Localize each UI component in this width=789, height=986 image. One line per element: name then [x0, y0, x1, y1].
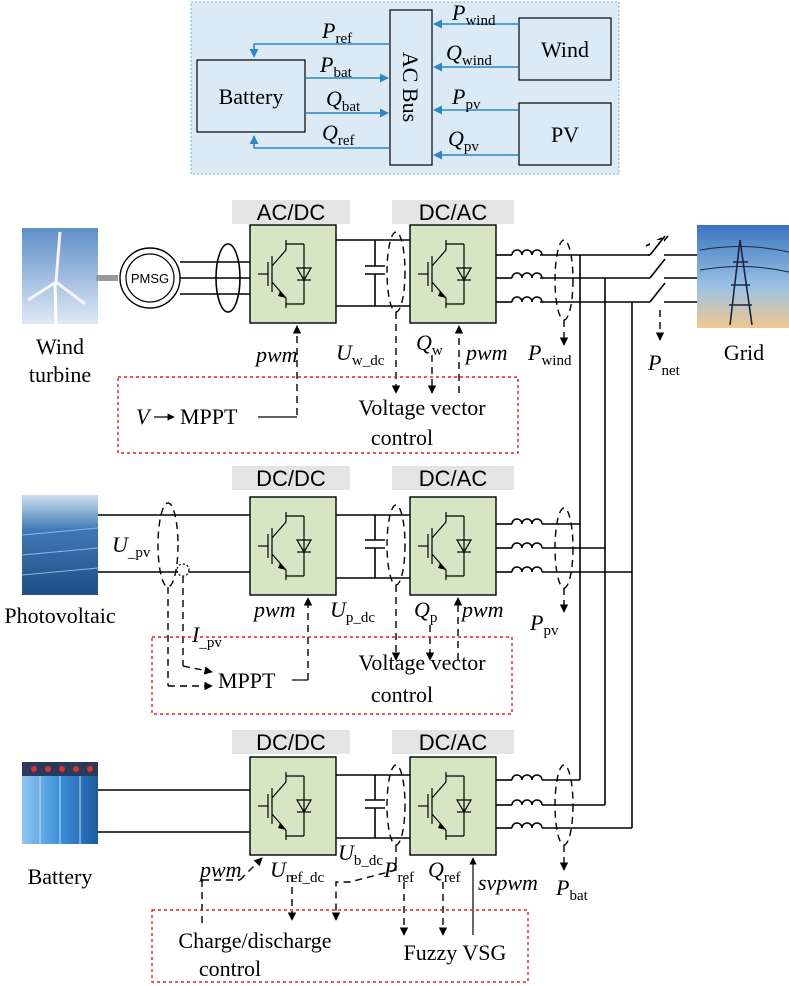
- wind-pwm1-label: pwm: [254, 342, 298, 367]
- wind-control-label-1: Voltage vector: [358, 395, 486, 420]
- pf-q-wind-label: Qwind: [446, 40, 492, 69]
- wind-output-sensor: [554, 239, 574, 321]
- pmsg-label: PMSG: [131, 271, 169, 286]
- pv-pwm2-label: pwm: [460, 597, 504, 622]
- wind-p-out-label: Pwind: [527, 340, 572, 369]
- bat-uref-label: Uref_dc: [270, 857, 325, 886]
- battery-label: Battery: [28, 864, 93, 889]
- bat-svpwm-label: svpwm: [478, 870, 538, 895]
- wind-turbine-image: [22, 228, 98, 325]
- wind-turbine-label-1: Wind: [36, 334, 84, 359]
- pv-box-label: PV: [551, 122, 579, 147]
- pv-u-label: U_pv: [112, 532, 151, 561]
- wind-pwm2-label: pwm: [464, 340, 508, 365]
- pv-box: [518, 102, 612, 166]
- pv-q-label: Qp: [414, 597, 437, 626]
- pv-i-label: I_pv: [191, 622, 222, 651]
- bat-vsg-label: Fuzzy VSG: [404, 940, 507, 965]
- wind-control-box: [117, 376, 519, 454]
- pv-conv1-label: DC/DC: [256, 466, 326, 491]
- bat-control-box: [151, 909, 529, 983]
- pv-pwm1-label: pwm: [252, 597, 296, 622]
- p-ref-arrow: [249, 43, 390, 58]
- photovoltaic-label: Photovoltaic: [4, 603, 115, 628]
- bat-conv1-header: [232, 730, 350, 754]
- pv-conv2-header: [392, 466, 514, 490]
- p-net-label: Pnet: [647, 350, 681, 379]
- pv-control-label-1: Voltage vector: [358, 650, 486, 675]
- wind-current-sensor: [215, 243, 241, 313]
- bat-udc-label: Ub_dc: [338, 840, 383, 869]
- wind-turbine-label-2: turbine: [29, 362, 91, 387]
- wind-dc-voltage-sensor: [386, 231, 406, 313]
- pf-p-bat-label: Pbat: [319, 52, 353, 81]
- pv-control-box: [151, 636, 513, 715]
- pv-udc-label: Up_dc: [330, 597, 375, 626]
- battery-box: [196, 59, 306, 133]
- pv-p-out-label: Ppv: [529, 610, 559, 639]
- q-ref-arrow: [249, 135, 390, 149]
- bat-conv2-label: DC/AC: [419, 730, 488, 755]
- wind-conv1-label: AC/DC: [257, 200, 326, 225]
- bat-pwm1-label: pwm: [198, 857, 242, 882]
- bat-conv1-label: DC/DC: [256, 730, 326, 755]
- wind-udc-label: Uw_dc: [336, 340, 385, 369]
- ac-bus-lines: [540, 235, 700, 828]
- bat-charge-label-1: Charge/discharge: [178, 928, 331, 953]
- bat-qref-label: Qref: [428, 857, 461, 886]
- power-flow-panel: Battery AC Bus Wind PV Pref Pbat Qbat Qr…: [190, 0, 620, 175]
- pf-p-pv-label: Ppv: [451, 84, 481, 113]
- pv-dc-voltage-sensor: [386, 504, 406, 586]
- wind-branch: PMSG Wind turbine AC/DC DC/AC: [22, 200, 574, 454]
- pv-conv1-header: [232, 466, 350, 490]
- wind-q-label: Qw: [416, 330, 443, 359]
- pv-control-label-2: control: [371, 682, 433, 707]
- ac-bus-label: AC Bus: [398, 52, 423, 122]
- bat-charge-label-2: control: [199, 956, 261, 981]
- wind-conv1-header: [232, 200, 350, 224]
- wind-conv2-label: DC/AC: [419, 200, 488, 225]
- ac-bus-box: [389, 9, 433, 166]
- photovoltaic-image: [21, 495, 99, 595]
- battery-box-label: Battery: [219, 84, 284, 109]
- pf-q-pv-label: Qpv: [448, 126, 479, 155]
- battery-branch: Battery DC/DC DC/AC: [22, 730, 632, 983]
- pv-conv2-label: DC/AC: [419, 466, 488, 491]
- wind-control-label-2: control: [371, 425, 433, 450]
- wind-box-label: Wind: [541, 37, 589, 62]
- turbine-shaft: [96, 275, 118, 281]
- pf-q-ref-label: Qref: [322, 120, 355, 149]
- pv-voltage-sensor: [157, 502, 179, 588]
- pmsg-inner: [125, 253, 175, 303]
- wind-box: [518, 17, 612, 81]
- wind-v-label: V: [136, 404, 152, 429]
- grid-label: Grid: [724, 340, 764, 365]
- pv-mppt-label: MPPT: [218, 668, 276, 693]
- pv-branch: Photovoltaic U_pv I_pv DC/DC DC/AC: [4, 466, 632, 715]
- bat-conv2-header: [392, 730, 514, 754]
- pv-current-sensor: [176, 563, 190, 577]
- bat-dc-voltage-sensor: [386, 764, 406, 846]
- pf-p-ref-label: Pref: [321, 18, 352, 47]
- bat-pref-label: Pref: [383, 857, 414, 886]
- bat-p-out-label: Pbat: [555, 875, 589, 904]
- wind-conv2-header: [392, 200, 514, 224]
- grid-image: [697, 225, 789, 328]
- battery-image: [22, 762, 98, 844]
- pf-q-bat-label: Qbat: [326, 86, 361, 115]
- pf-p-wind-label: Pwind: [451, 0, 496, 29]
- wind-mppt-label: MPPT: [180, 404, 238, 429]
